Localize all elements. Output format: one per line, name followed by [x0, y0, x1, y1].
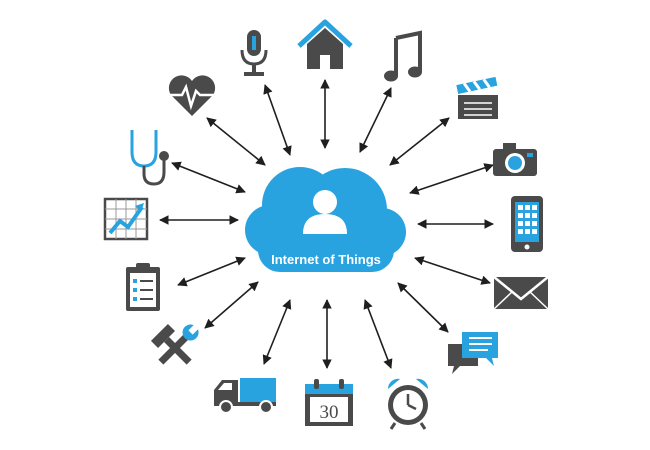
calendar-day-text: 30	[320, 402, 339, 423]
connection-arrow-chat-bubbles-icon	[397, 282, 449, 333]
tools-icon	[150, 323, 200, 365]
home-icon	[297, 19, 353, 69]
stethoscope-icon	[130, 130, 169, 186]
connection-arrow-camera-icon	[409, 163, 494, 195]
growth-chart-icon	[103, 197, 149, 241]
connection-arrow-microphone-icon	[263, 84, 292, 156]
mail-icon	[493, 276, 549, 310]
connection-arrow-mail-icon	[414, 256, 491, 285]
chat-bubbles-icon	[448, 332, 498, 374]
microphone-icon	[240, 30, 268, 76]
connection-arrow-delivery-truck-icon	[262, 299, 292, 365]
connection-arrow-clapperboard-icon	[389, 117, 450, 166]
clipboard-checklist-icon	[126, 263, 160, 311]
connection-arrow-music-note-icon	[359, 87, 392, 153]
clapperboard-icon	[456, 76, 498, 119]
connection-arrow-heart-rate-icon	[206, 117, 266, 166]
hub-label: Internet of Things	[271, 252, 381, 267]
music-note-icon	[384, 30, 422, 82]
alarm-clock-icon	[387, 378, 429, 430]
smartphone-icon	[511, 196, 543, 252]
connection-arrow-tools-icon	[204, 281, 259, 329]
delivery-truck-icon	[214, 378, 276, 414]
connection-arrow-clipboard-checklist-icon	[177, 256, 246, 287]
connection-arrow-stethoscope-icon	[171, 161, 246, 194]
heart-rate-icon	[168, 75, 216, 116]
user-icon	[303, 190, 347, 234]
camera-icon	[493, 143, 537, 176]
connection-arrows	[159, 79, 494, 369]
connection-arrow-alarm-clock-icon	[363, 299, 393, 369]
iot-cloud-hub: Internet of Things	[245, 167, 406, 272]
calendar-icon: 30	[305, 379, 353, 426]
